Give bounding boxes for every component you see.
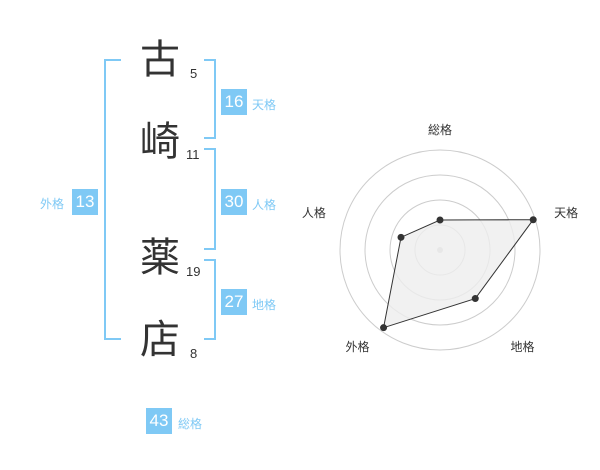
gaikaku-bracket-top bbox=[104, 59, 121, 61]
gaikaku-bracket-bottom bbox=[104, 338, 121, 340]
jinkaku-value-badge: 30 bbox=[221, 189, 247, 215]
chikaku-label: 地格 bbox=[252, 298, 277, 312]
name-char-3: 薬 bbox=[140, 235, 180, 281]
stroke-count-3: 19 bbox=[186, 264, 201, 279]
jinkaku-bracket-top bbox=[204, 148, 216, 150]
tenkaku-value-badge: 16 bbox=[221, 89, 247, 115]
name-char-1: 古 bbox=[140, 37, 180, 83]
radar-point-1 bbox=[436, 216, 444, 224]
tenkaku-bracket-bottom bbox=[204, 137, 216, 139]
jinkaku-bracket-vertical bbox=[214, 148, 216, 250]
radar-ring bbox=[339, 149, 541, 351]
stroke-count-1: 5 bbox=[190, 66, 198, 81]
radar-point-4 bbox=[380, 324, 388, 332]
radar-axis-label-2: 天格 bbox=[554, 205, 578, 220]
radar-point-3 bbox=[471, 295, 479, 303]
chikaku-bracket-vertical bbox=[214, 259, 216, 340]
radar-axis-label-1: 総格 bbox=[428, 122, 452, 137]
chikaku-value-badge: 27 bbox=[221, 289, 247, 315]
name-char-2: 崎 bbox=[140, 119, 180, 165]
gaikaku-value-badge: 13 bbox=[72, 189, 98, 215]
tenkaku-label: 天格 bbox=[252, 98, 277, 112]
radar-polygon bbox=[382, 219, 535, 329]
tenkaku-bracket-vertical bbox=[214, 59, 216, 139]
radar-axis-label-3: 地格 bbox=[511, 339, 535, 354]
radar-axis-label-4: 外格 bbox=[345, 339, 369, 354]
stroke-count-4: 8 bbox=[190, 346, 198, 361]
radar-axis-label-5: 人格 bbox=[302, 205, 326, 220]
jinkaku-label: 人格 bbox=[252, 198, 277, 212]
gaikaku-bracket-vertical bbox=[104, 59, 106, 340]
soukaku-label: 総格 bbox=[178, 417, 203, 431]
tenkaku-bracket-top bbox=[204, 59, 216, 61]
soukaku-value-badge: 43 bbox=[146, 408, 172, 434]
chikaku-bracket-bottom bbox=[204, 338, 216, 340]
jinkaku-bracket-bottom bbox=[204, 248, 216, 250]
radar-point-2 bbox=[529, 216, 537, 224]
chikaku-bracket-top bbox=[204, 259, 216, 261]
radar-point-5 bbox=[397, 233, 405, 241]
gaikaku-label: 外格 bbox=[40, 197, 65, 211]
name-char-4: 店 bbox=[140, 317, 180, 363]
stroke-count-2: 11 bbox=[186, 147, 200, 162]
radar-ring bbox=[364, 174, 516, 326]
